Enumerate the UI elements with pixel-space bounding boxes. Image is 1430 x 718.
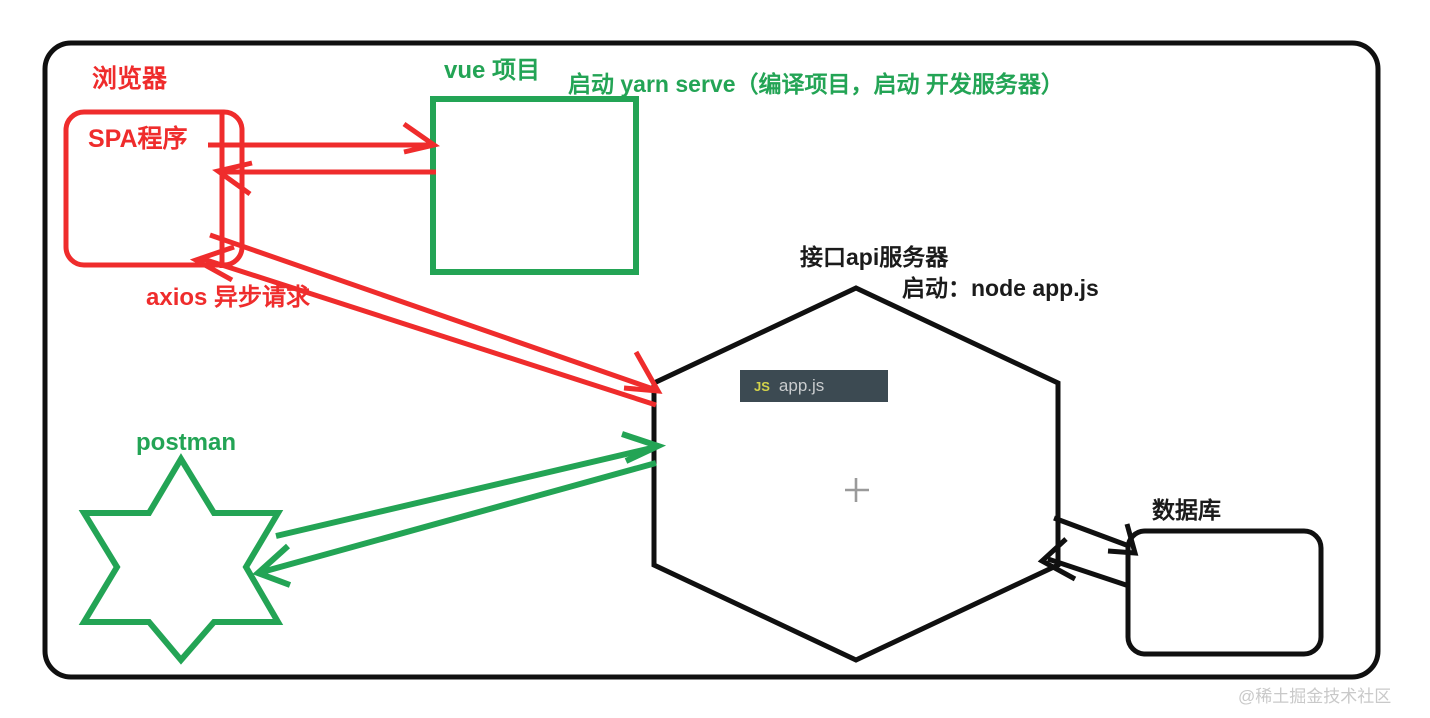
label-browser: 浏览器 — [92, 65, 168, 93]
label-yarn-serve: 启动 yarn serve（编译项目，启动 开发服务器） — [568, 71, 1064, 97]
editor-tab-appjs[interactable]: JS app.js — [740, 370, 888, 402]
editor-tab-filename: app.js — [778, 376, 825, 395]
connector-api-to-postman — [252, 460, 657, 588]
label-axios-request: axios 异步请求 — [146, 284, 311, 311]
api-hexagon — [651, 285, 1061, 663]
label-spa-program: SPA程序 — [88, 125, 188, 153]
connector-spa-to-api — [209, 232, 663, 394]
label-api-server: 接口api服务器 — [800, 244, 949, 270]
outer-frame — [42, 40, 1381, 680]
label-node-start: 启动：node app.js — [902, 275, 1099, 301]
javascript-icon: JS — [754, 378, 770, 394]
database-box — [1125, 528, 1324, 657]
label-postman: postman — [136, 429, 237, 456]
label-database: 数据库 — [1152, 497, 1221, 523]
watermark: @稀土掘金技术社区 — [1238, 687, 1392, 706]
connector-postman-to-api — [275, 431, 667, 539]
postman-star — [78, 453, 284, 665]
connector-api-to-database — [1053, 515, 1139, 556]
crosshair-icon — [845, 478, 869, 502]
connector-spa-to-vue — [208, 121, 441, 155]
connector-vue-to-spa — [212, 160, 436, 197]
vue-box — [430, 96, 639, 275]
label-vue-project: vue 项目 — [444, 57, 541, 84]
connector-database-to-api — [1037, 537, 1130, 589]
connector-api-to-spa — [189, 244, 657, 408]
